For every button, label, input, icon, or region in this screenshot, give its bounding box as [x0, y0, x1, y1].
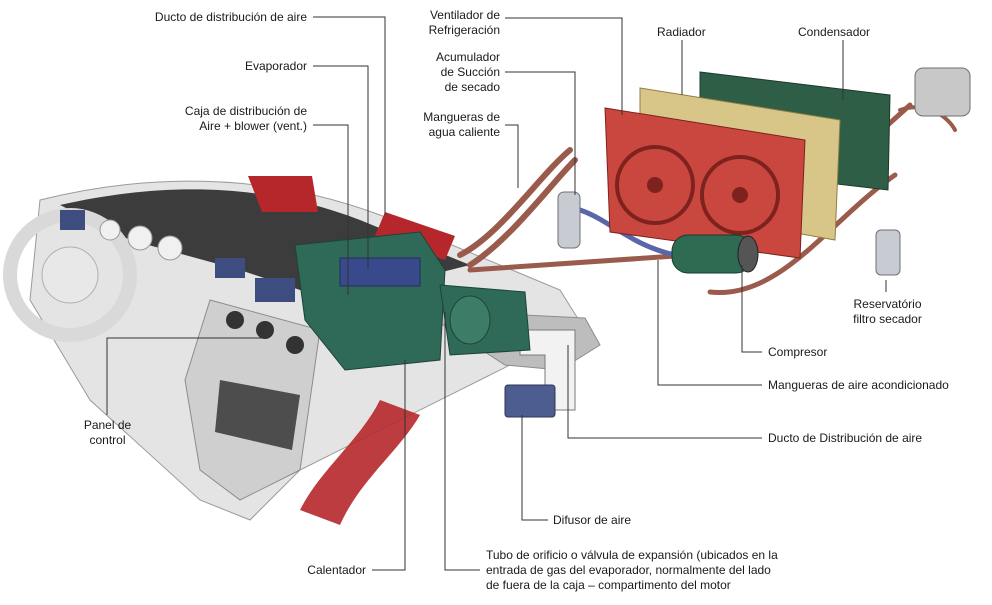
- leader-line: [657, 260, 762, 386]
- gauge-cluster: [99, 219, 183, 261]
- label-ducto-distribucion-aire-top: Ducto de distribución de aire: [154, 10, 307, 24]
- console-panel: [215, 380, 300, 450]
- label-difusor: Difusor de aire: [553, 513, 632, 527]
- leader-line: [106, 337, 265, 415]
- steering-hub: [41, 246, 99, 304]
- dash-vent: [215, 258, 245, 278]
- leader-line: [313, 65, 369, 268]
- accumulator-body: [557, 191, 581, 249]
- fan-hub: [732, 187, 748, 203]
- cooling-fan-assembly: [604, 107, 806, 259]
- cooling-fan: [615, 145, 695, 225]
- cooling-fan: [700, 155, 780, 235]
- label-ventilador: Ventilador de Refrigeración: [428, 8, 500, 37]
- hot-water-hose: [467, 157, 578, 268]
- leader-line: [521, 415, 548, 521]
- label-mangueras-aire: Mangueras de aire acondicionado: [768, 378, 949, 392]
- compressor-clutch: [737, 235, 759, 273]
- label-mangueras-agua: Mangueras de agua caliente: [423, 110, 500, 139]
- leader-line: [505, 17, 623, 115]
- label-panel-control: Panel de control: [83, 418, 132, 447]
- ac-hose: [467, 252, 693, 273]
- defrost-duct-left: [248, 176, 318, 212]
- hot-water-hose: [457, 147, 573, 258]
- gauge: [157, 235, 183, 261]
- label-reservatorio: Reservatório filtro secador: [853, 297, 922, 326]
- dash-vent: [60, 210, 85, 230]
- leader-line: [444, 312, 480, 571]
- dash-vent: [255, 278, 295, 302]
- leader-lines: [106, 16, 887, 571]
- label-compresor: Compresor: [768, 345, 828, 359]
- leader-line: [372, 360, 406, 571]
- leader-line: [505, 71, 576, 195]
- leader-line: [741, 265, 762, 353]
- control-knob: [256, 321, 274, 339]
- label-caja-distribucion: Caja de distribución de Aire + blower (v…: [184, 104, 307, 133]
- label-condensador: Condensador: [798, 25, 871, 39]
- fan-hub: [647, 177, 663, 193]
- label-acumulador: Acumulador de Succión de secado: [435, 50, 500, 94]
- filter-drier-body: [875, 229, 901, 276]
- control-knob: [286, 336, 304, 354]
- gauge: [99, 219, 121, 241]
- gauge: [127, 225, 153, 251]
- leader-line: [567, 345, 762, 439]
- reservoir-body: [914, 67, 971, 117]
- control-knob: [226, 311, 244, 329]
- blower-fan: [449, 295, 491, 345]
- accumulator-drier: [557, 191, 581, 249]
- leader-line: [313, 16, 386, 215]
- label-radiador: Radiador: [657, 25, 706, 39]
- coolant-reservoir: [914, 67, 971, 117]
- label-tubo-orificio: Tubo de orificio o válvula de expansión …: [486, 548, 778, 592]
- label-evaporador: Evaporador: [244, 59, 307, 73]
- leader-line: [313, 124, 349, 295]
- label-ducto-distribucion-aire-right: Ducto de Distribución de aire: [768, 431, 923, 445]
- evaporator-core: [339, 257, 421, 287]
- filter-drier: [875, 229, 901, 276]
- dash-vents: [60, 210, 295, 302]
- compressor: [671, 234, 759, 274]
- control-knobs: [226, 311, 304, 354]
- label-calentador: Calentador: [307, 563, 366, 577]
- air-diffuser: [504, 384, 556, 418]
- leader-line: [505, 124, 519, 188]
- floor-heater-duct: [300, 400, 420, 525]
- ac-hose: [707, 172, 898, 295]
- hvac-box: [294, 231, 531, 371]
